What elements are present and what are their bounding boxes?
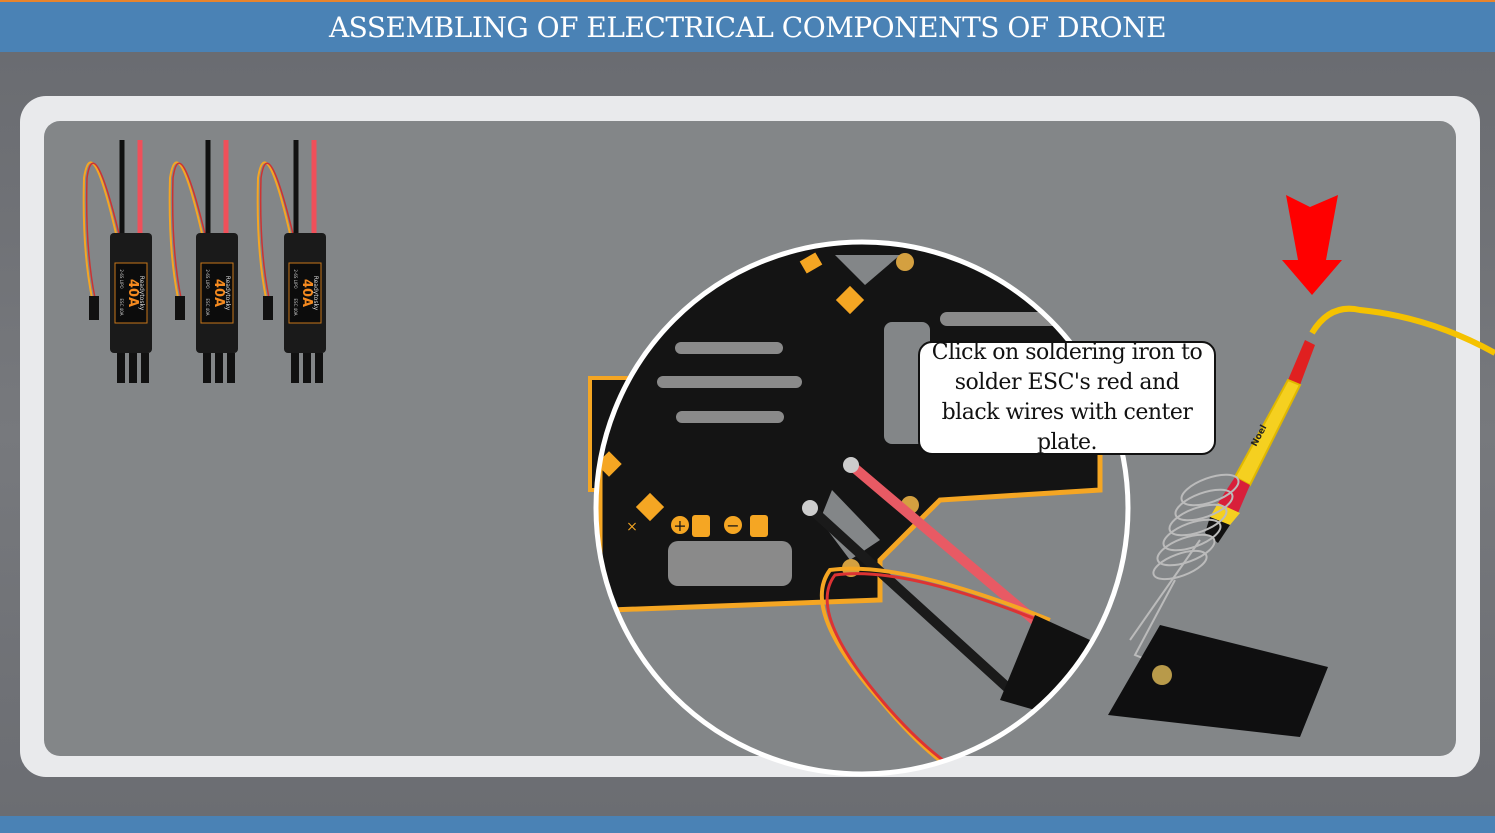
esc-item[interactable]: 40A Readytosky 2-6S LIPO ESC 40A	[168, 138, 248, 388]
esc-spec: 2-6S LIPO	[119, 269, 124, 288]
esc-model: ESC 40A	[205, 299, 210, 316]
red-arrow-icon	[1282, 195, 1342, 295]
esc-brand: Readytosky	[224, 276, 231, 311]
esc-item[interactable]: 40A Readytosky 2-6S LIPO ESC 40A	[256, 138, 336, 388]
esc-model: ESC 40A	[119, 299, 124, 316]
instruction-text: Click on soldering iron to solder ESC's …	[931, 340, 1203, 455]
esc-rating: 40A	[299, 279, 314, 307]
esc-rating: 40A	[211, 279, 226, 307]
esc-red-wire	[846, 460, 1045, 630]
page-title: ASSEMBLING OF ELECTRICAL COMPONENTS OF D…	[328, 10, 1167, 44]
esc-rating: 40A	[125, 279, 140, 307]
top-accent-line	[0, 0, 1495, 2]
instruction-callout: Click on soldering iron to solder ESC's …	[918, 340, 1216, 455]
esc-spec: 2-6S LIPO	[293, 269, 298, 288]
esc-brand: Readytosky	[138, 276, 145, 311]
magnified-plate: + − ×	[596, 242, 1128, 774]
plus-marking: +	[673, 516, 686, 535]
soldering-iron[interactable]: Noel	[1100, 185, 1495, 745]
stand-base	[1108, 625, 1328, 737]
esc-black-wire	[805, 503, 1015, 695]
zoom-circle-border	[593, 239, 1131, 777]
esc-spec: 2-6S LIPO	[205, 269, 210, 288]
esc-item[interactable]: 40A Readytosky 2-6S LIPO ESC 40A	[82, 138, 162, 388]
esc-model: ESC 40A	[293, 299, 298, 316]
footer-bar	[0, 816, 1495, 833]
esc-brand: Readytosky	[312, 276, 319, 311]
iron-cable	[1309, 305, 1495, 356]
header-bar: ASSEMBLING OF ELECTRICAL COMPONENTS OF D…	[0, 2, 1495, 52]
minus-marking: −	[726, 516, 739, 535]
x-marking: ×	[626, 519, 638, 535]
